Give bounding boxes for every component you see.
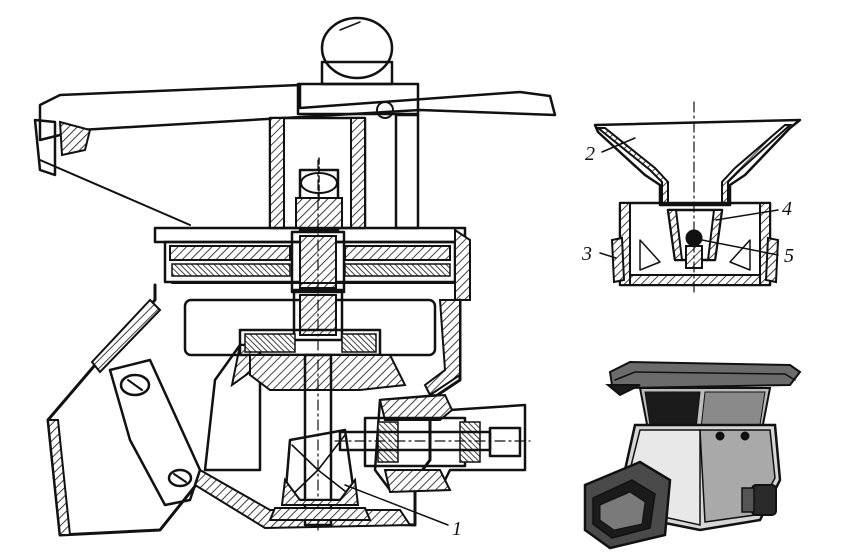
leader-line-1 [344,484,449,526]
rotor-disc-assembly [153,226,471,301]
upper-column [268,113,420,232]
leader-line-4 [715,209,779,221]
main-assembly-section [33,16,557,537]
leader-line-5 [701,239,779,256]
leader-line-3 [599,252,617,259]
leader-line-2 [601,137,636,153]
housing-perspective-view [583,360,802,550]
callout-1: 1 [452,518,462,540]
lever-arm [33,82,557,226]
callout-5: 5 [784,245,794,267]
gear-assembly [268,428,372,521]
top-knob [320,16,394,86]
callout-2: 2 [585,143,595,165]
side-drive-housing [334,393,531,494]
central-shaft [238,159,407,531]
callout-4: 4 [782,198,792,220]
callout-3: 3 [581,243,592,265]
hopper-and-nozzle-detail [593,101,802,293]
side-cover [108,358,202,507]
